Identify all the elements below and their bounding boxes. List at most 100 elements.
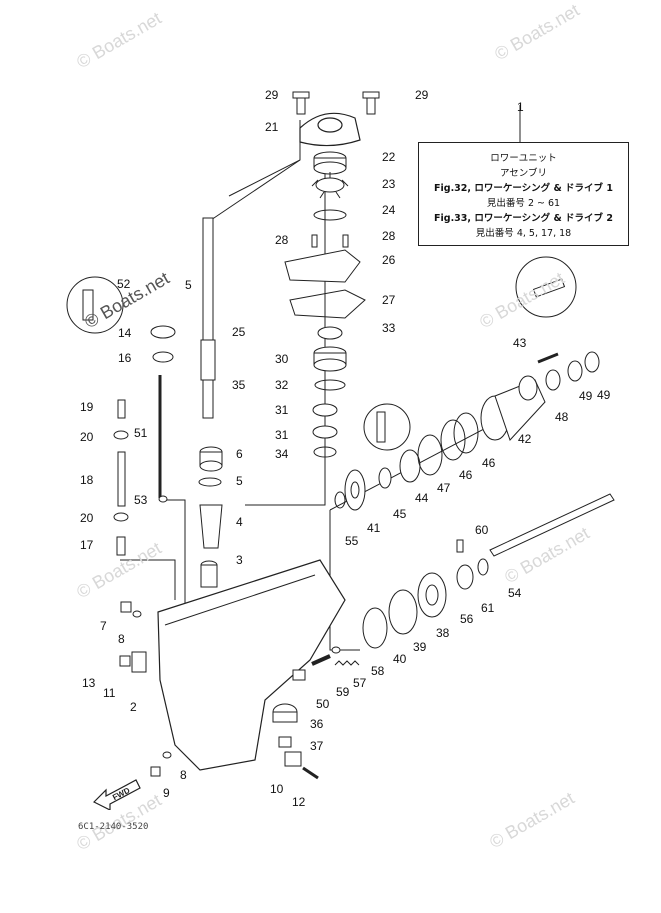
callout-29b: 29 bbox=[415, 88, 429, 102]
callout-43: 43 bbox=[513, 336, 527, 350]
callout-57: 57 bbox=[353, 676, 367, 690]
callout-55: 55 bbox=[345, 534, 359, 548]
bracket-line bbox=[120, 559, 176, 600]
gasket-24 bbox=[313, 209, 347, 221]
callout-28b: 28 bbox=[382, 229, 396, 243]
callout-38: 38 bbox=[436, 626, 450, 640]
dowel-pins-28 bbox=[311, 234, 349, 248]
callout-14: 14 bbox=[118, 326, 132, 340]
callout-46a: 46 bbox=[459, 468, 473, 482]
callout-19: 19 bbox=[80, 400, 94, 414]
callout-18: 18 bbox=[80, 473, 94, 487]
legend-line-3: Fig.32, ロワーケーシング & ドライブ 1 bbox=[434, 183, 613, 194]
callout-27: 27 bbox=[382, 293, 396, 307]
outer-plate-26 bbox=[284, 249, 361, 283]
callout-24: 24 bbox=[382, 203, 396, 217]
bolt-12 bbox=[302, 766, 319, 780]
o-ring-47 bbox=[417, 434, 443, 476]
callout-20b: 20 bbox=[80, 511, 94, 525]
sealant-inset-mid bbox=[363, 403, 411, 451]
bevel-gear-41 bbox=[344, 469, 366, 511]
gasket-27 bbox=[289, 289, 366, 319]
callout-22: 22 bbox=[382, 150, 396, 164]
legend-line-1: ロワーユニット bbox=[490, 153, 557, 164]
callout-28a: 28 bbox=[275, 233, 289, 247]
callout-23: 23 bbox=[382, 177, 396, 191]
shim-5 bbox=[198, 477, 222, 487]
callout-3: 3 bbox=[236, 553, 243, 567]
clip-20a bbox=[113, 430, 129, 440]
bearing-44 bbox=[399, 449, 421, 483]
legend-line-6: 見出番号 4, 5, 17, 18 bbox=[475, 228, 572, 239]
callout-47: 47 bbox=[437, 481, 451, 495]
callout-32: 32 bbox=[275, 378, 289, 392]
legend-line-2: アセンブリ bbox=[499, 168, 548, 179]
o-ring-16 bbox=[152, 351, 174, 363]
callout-58: 58 bbox=[371, 664, 385, 678]
callout-20a: 20 bbox=[80, 430, 94, 444]
callout-53: 53 bbox=[134, 493, 148, 507]
callout-16: 16 bbox=[118, 351, 132, 365]
oil-seal-33 bbox=[317, 326, 343, 340]
o-ring-46b bbox=[453, 412, 479, 454]
pinion-36 bbox=[272, 703, 298, 723]
oil-seal-31a bbox=[312, 403, 338, 417]
seal-14 bbox=[150, 325, 176, 339]
bearing-45 bbox=[378, 467, 392, 489]
bearing-3 bbox=[200, 560, 218, 588]
callout-40: 40 bbox=[393, 652, 407, 666]
callout-26: 26 bbox=[382, 253, 396, 267]
anode-11 bbox=[131, 651, 147, 673]
callout-21: 21 bbox=[265, 120, 279, 134]
callout-1: 1 bbox=[517, 100, 524, 114]
propeller-shaft-housing-42 bbox=[480, 375, 546, 441]
callout-49b: 49 bbox=[597, 388, 611, 402]
callout-8a: 8 bbox=[118, 632, 125, 646]
legend-line-4: 見出番号 2 ~ 61 bbox=[486, 198, 561, 209]
grommet-17 bbox=[116, 536, 126, 556]
callout-52: 52 bbox=[117, 277, 131, 291]
sealant-inset-left bbox=[66, 276, 124, 334]
lower-casing bbox=[157, 559, 346, 771]
gasket-34 bbox=[313, 446, 337, 458]
callout-13: 13 bbox=[82, 676, 96, 690]
cross-pin-60 bbox=[456, 539, 464, 553]
impeller-insert bbox=[313, 151, 347, 175]
washer-8a bbox=[132, 610, 142, 618]
oil-seal-housing-30 bbox=[313, 346, 347, 372]
callout-59: 59 bbox=[336, 685, 350, 699]
shim-40 bbox=[362, 607, 388, 649]
callout-5b: 5 bbox=[236, 474, 243, 488]
bolt-9 bbox=[150, 766, 161, 777]
impeller bbox=[311, 172, 349, 199]
pin-53 bbox=[158, 495, 168, 503]
bearing-6 bbox=[199, 446, 223, 472]
callout-50: 50 bbox=[316, 697, 330, 711]
callout-8b: 8 bbox=[180, 768, 187, 782]
callout-56: 56 bbox=[460, 612, 474, 626]
o-ring-46a bbox=[440, 419, 466, 461]
callout-31b: 31 bbox=[275, 428, 289, 442]
bolt-7 bbox=[120, 601, 132, 613]
callout-61: 61 bbox=[481, 601, 495, 615]
forward-arrow-icon: FWD bbox=[92, 779, 141, 810]
callout-11: 11 bbox=[103, 686, 116, 700]
callout-41: 41 bbox=[367, 521, 381, 535]
legend-line-5: Fig.33, ロワーケーシング & ドライブ 2 bbox=[434, 213, 613, 224]
grease-inset-right bbox=[515, 256, 577, 318]
callout-6: 6 bbox=[236, 447, 243, 461]
callout-45: 45 bbox=[393, 507, 407, 521]
spring-58 bbox=[334, 660, 360, 666]
callout-30: 30 bbox=[275, 352, 289, 366]
callout-39: 39 bbox=[413, 640, 427, 654]
oil-seal-49b bbox=[584, 351, 600, 373]
callout-37: 37 bbox=[310, 739, 324, 753]
callout-25: 25 bbox=[232, 325, 246, 339]
drive-shaft bbox=[200, 217, 216, 419]
leader-line bbox=[207, 159, 301, 223]
water-pump-housing bbox=[299, 112, 361, 147]
callout-42: 42 bbox=[518, 432, 532, 446]
forward-gear-38 bbox=[417, 572, 447, 618]
bracket-line bbox=[329, 510, 360, 651]
